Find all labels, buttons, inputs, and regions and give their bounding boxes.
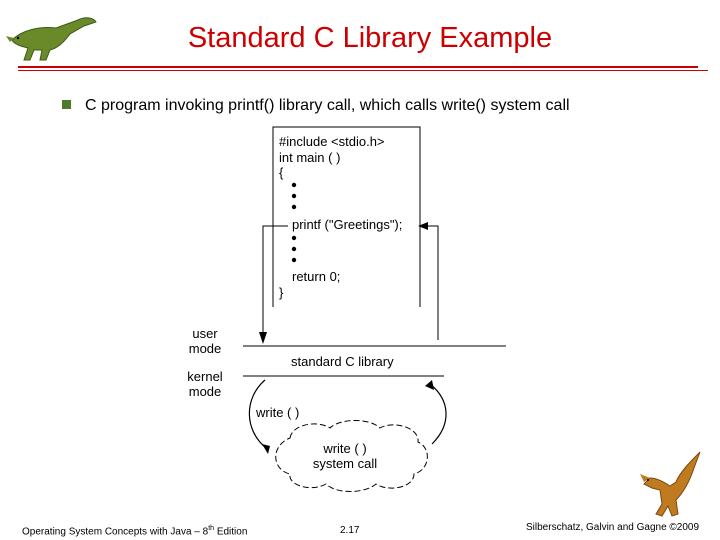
- library-label: standard C library: [291, 354, 394, 369]
- code-line: return 0;: [292, 269, 341, 284]
- call-arrow: [262, 225, 288, 332]
- footer-book-title: Operating System Concepts with Java – 8t…: [22, 525, 248, 538]
- dinosaur-icon-bottom-right: [640, 451, 701, 517]
- code-ellipsis-upper: [291, 182, 297, 210]
- code-line: {: [279, 165, 284, 180]
- bullet-marker: [62, 100, 71, 109]
- bullet-text: C program invoking printf() library call…: [85, 97, 570, 114]
- user-mode-label: user mode: [188, 326, 222, 356]
- slide-title: Standard C Library Example: [187, 22, 553, 54]
- title-rule-secondary: [18, 70, 708, 71]
- footer-page-number: 2.17: [340, 525, 360, 536]
- bullet-item: C program invoking printf() library call…: [62, 97, 570, 115]
- code-line: #include <stdio.h>: [279, 134, 385, 149]
- syscall-arrow-right: [429, 383, 447, 445]
- code-line: printf ("Greetings");: [292, 217, 403, 232]
- call-arrow-head: [259, 332, 267, 344]
- return-arrow-head: [418, 222, 428, 230]
- footer-copyright: Silberschatz, Galvin and Gagne ©2009: [526, 522, 700, 533]
- syscall-label: write ( ) system call: [312, 441, 378, 471]
- syscall-arrow-right-head: [425, 380, 434, 390]
- return-arrow: [428, 225, 439, 340]
- kernel-mode-label: kernel mode: [187, 369, 223, 399]
- code-line: }: [279, 285, 284, 300]
- syscall-arrow-left-head: [262, 444, 270, 454]
- write-call-label: write ( ): [256, 405, 300, 420]
- title-rule: [18, 66, 698, 68]
- code-ellipsis-lower: [291, 235, 297, 263]
- code-line: int main ( ): [279, 150, 341, 165]
